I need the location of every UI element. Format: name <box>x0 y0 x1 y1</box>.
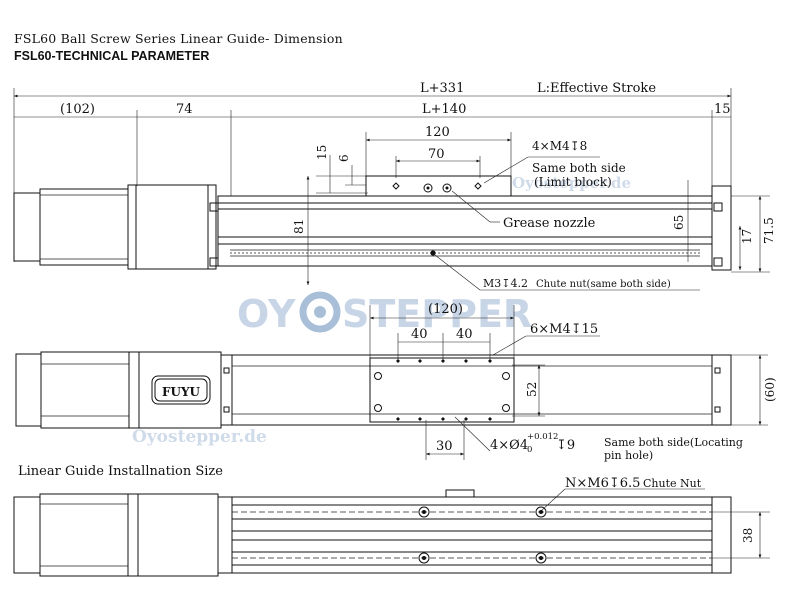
carriage-plan <box>369 357 515 423</box>
pin-tol-down: 0 <box>527 445 532 455</box>
dim-motor-length: (102) <box>60 102 95 117</box>
dim-end-length: 15 <box>714 102 731 117</box>
dim-coupling-length: 74 <box>176 102 193 117</box>
motor-body <box>39 188 129 266</box>
dim-71-5: 71.5 <box>762 217 776 244</box>
dim-carriage-width: (120) <box>428 302 463 317</box>
coupling-install <box>137 493 219 577</box>
dim-15: 15 <box>315 145 329 160</box>
install-heading: Linear Guide Installnation Size <box>18 464 223 479</box>
watermark-site-mid: Oyostepper.de <box>132 427 267 447</box>
chute-m3: M3↧4.2 <box>483 277 528 290</box>
coupling-housing <box>135 184 209 270</box>
plan-holes-callout: 6×M4↧15 <box>530 322 598 337</box>
dim-30: 30 <box>436 439 453 454</box>
dim-hole-spacing: 70 <box>428 147 445 162</box>
motor-body-install <box>39 493 129 577</box>
motor-rear-cap <box>13 192 41 262</box>
watermark-oy: OY <box>237 292 296 336</box>
pin-note-2: pin hole) <box>604 449 653 462</box>
dim-body-length: L+140 <box>422 102 466 117</box>
install-nut-note: Chute Nut <box>643 477 702 490</box>
drawing-title: FSL60 Ball Screw Series Linear Guide- Di… <box>14 31 343 46</box>
pin-tol-up: +0.012 <box>527 432 558 442</box>
watermark-site-top: Oyostepper.de <box>512 174 631 192</box>
carriage-top <box>365 175 512 197</box>
pin-main: 4×Ø4 <box>490 438 528 453</box>
install-view: Linear Guide Installnation Size N×M6↧6.5… <box>13 464 770 577</box>
end-block <box>711 185 732 271</box>
dim-81: 81 <box>292 219 306 234</box>
dim-38: 38 <box>741 528 755 543</box>
watermark-stepper: STEPPER <box>342 292 532 336</box>
grease-nozzle-icon <box>423 183 452 193</box>
mount-hole-icons <box>374 372 510 412</box>
dim-17: 17 <box>740 229 754 244</box>
side-view: L+331 L:Effective Stroke (102) 74 L+140 … <box>13 81 776 291</box>
plan-view: (120) 40 40 6×M4↧15 FUYU <box>15 302 777 462</box>
rail-body-plan <box>220 354 732 426</box>
gear-icon <box>299 291 341 333</box>
dim-65: 65 <box>672 215 686 230</box>
holes-note-1: Same both side <box>532 161 626 175</box>
dim-6: 6 <box>337 154 351 162</box>
watermark-logo: OY STEPPER <box>237 291 532 336</box>
dim-spacing-b: 40 <box>456 327 473 342</box>
dim-60: (60) <box>763 377 777 402</box>
dim-stroke-note: L:Effective Stroke <box>537 81 656 96</box>
chute-nut-icons <box>418 506 547 564</box>
pin-note-1: Same both side(Locating <box>604 436 743 449</box>
motor-rear-cap-plan <box>15 353 42 427</box>
install-nut: N×M6↧6.5 <box>565 476 640 491</box>
motor-rear-cap-install <box>13 496 41 574</box>
motor-body-plan <box>40 351 130 429</box>
chute-note: Chute nut(same both side) <box>536 279 671 290</box>
dim-block-length: 120 <box>425 125 450 140</box>
pin-depth: ↧9 <box>556 438 575 453</box>
grease-label: Grease nozzle <box>503 216 596 231</box>
dim-52: 52 <box>525 382 539 397</box>
dim-overall: L+331 <box>420 81 464 96</box>
holes-note-2: (Limit block) <box>534 175 612 189</box>
dim-spacing-a: 40 <box>411 327 428 342</box>
brand-label: FUYU <box>162 385 201 399</box>
rail-body-install <box>217 496 732 574</box>
drawing-subtitle: FSL60-TECHNICAL PARAMETER <box>14 49 210 63</box>
holes-callout: 4×M4↧8 <box>532 139 587 153</box>
